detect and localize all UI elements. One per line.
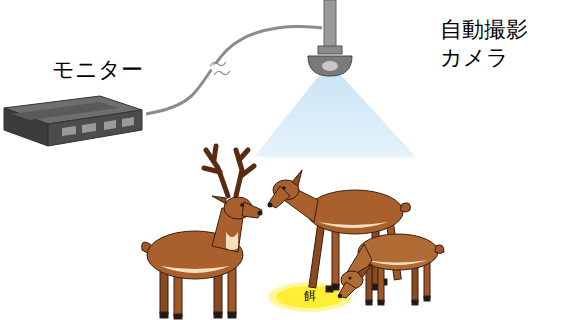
deer-snout (338, 282, 356, 298)
deer-hoof (366, 300, 372, 305)
camera-view-cone (254, 72, 416, 157)
deer-hoof (424, 296, 430, 301)
node-label: モニター (52, 56, 146, 84)
stag-deer-part (204, 168, 220, 172)
deer-ear (212, 196, 226, 204)
deer-nose (258, 211, 263, 216)
stag-deer-part (239, 150, 248, 160)
deer-nose (338, 294, 342, 298)
cable-break-gap (212, 66, 228, 70)
deer-snout (242, 202, 262, 218)
deer-snout (268, 186, 290, 208)
deer-leg (332, 224, 339, 286)
deer-hoof (412, 300, 418, 305)
antler (204, 146, 254, 196)
deer-ear (358, 264, 372, 278)
stag-deer (142, 146, 263, 319)
deer-eye (348, 276, 351, 279)
deer-hoof (160, 312, 168, 318)
monitor-device: モニター (0, 56, 146, 152)
deer-eye (240, 203, 244, 207)
deer-eye (282, 186, 286, 190)
deer-hoof (214, 312, 222, 318)
stag-deer-part (214, 146, 216, 160)
deer-throat (226, 232, 238, 250)
cable-break-line (210, 62, 226, 66)
cable (146, 26, 322, 114)
deer-body (147, 231, 243, 279)
stag-deer-part (241, 166, 254, 176)
deer-hoof (378, 300, 384, 305)
deer-belly (366, 260, 428, 265)
doe-deer (268, 170, 411, 292)
node-label: 自動撮影 カメラ (440, 16, 540, 71)
deer-leg (378, 264, 384, 302)
cable-break-mark (210, 62, 230, 75)
deer-nose (268, 203, 273, 208)
auto-camera-shape (322, 0, 550, 92)
deer-hoof (332, 284, 339, 290)
deer-tail (435, 245, 444, 254)
deer-hoof (228, 312, 236, 318)
deer-belly (160, 266, 230, 273)
cable-break-line (214, 71, 230, 75)
deer-belly (318, 222, 388, 228)
auto-camera: 自動撮影 カメラ (322, 0, 550, 92)
deer-ear (292, 170, 302, 186)
deer-tail (400, 203, 410, 212)
deer-hoof (174, 314, 182, 319)
deer-leg (309, 222, 325, 288)
deer-body (307, 190, 403, 234)
fawn-deer (338, 234, 444, 305)
